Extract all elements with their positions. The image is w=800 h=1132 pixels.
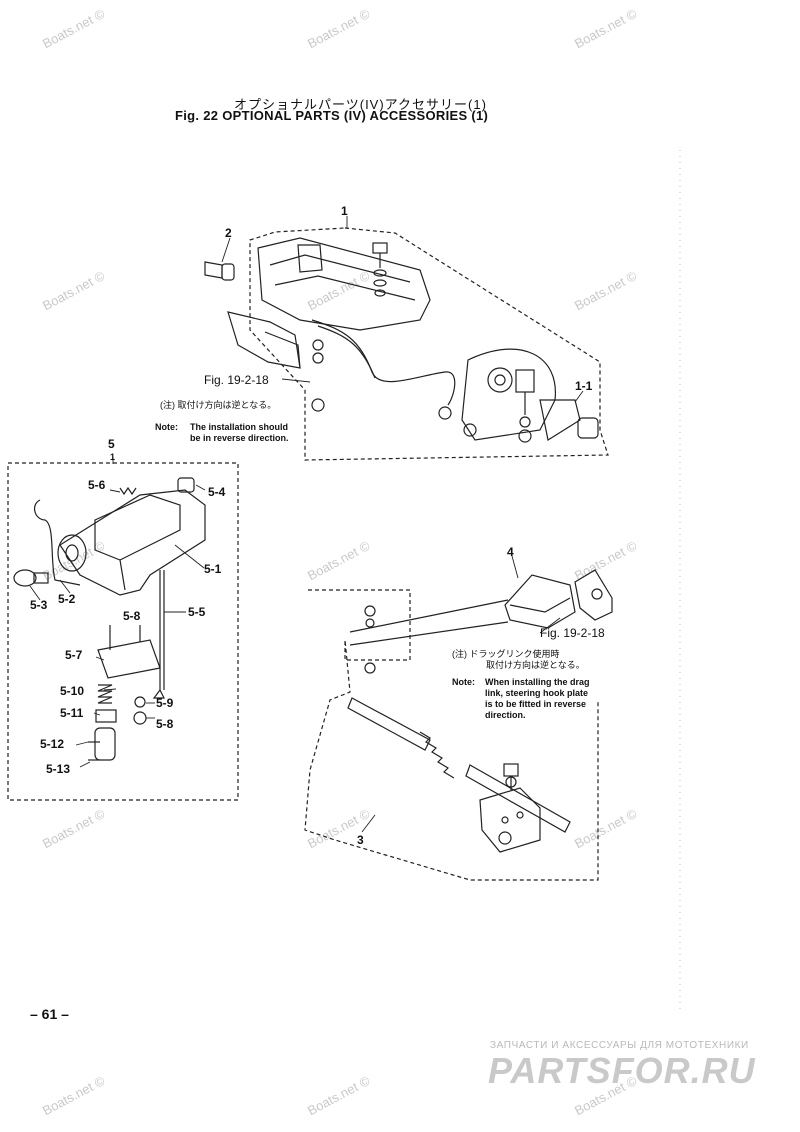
callout-4: 4	[507, 545, 514, 559]
callout-5-9: 5-9	[156, 696, 174, 710]
callout-3: 3	[357, 833, 364, 847]
callout-5-7: 5-7	[65, 648, 83, 662]
callout-2: 2	[225, 226, 232, 240]
assembly-1-artwork	[204, 237, 599, 443]
callout-5: 5	[108, 437, 115, 451]
assembly-5-artwork	[13, 477, 206, 761]
ad-tagline: ЗАПЧАСТИ И АКСЕССУАРЫ ДЛЯ МОТОТЕХНИКИ	[490, 1040, 749, 1051]
note-2-line-4: direction.	[485, 710, 526, 720]
note-1-japanese: (注) 取付け方向は逆となる。	[160, 400, 277, 410]
note-2-label: Note:	[452, 677, 475, 687]
callout-5-8-upper: 5-8	[123, 609, 141, 623]
callout-5-13: 5-13	[46, 762, 71, 776]
page-number: – 61 –	[30, 1006, 69, 1022]
figure-title-japanese: オプショナルパーツ(IV)アクセサリー(1)	[234, 97, 487, 112]
callout-5-8-lower: 5-8	[156, 717, 174, 731]
leader-lines-5	[29, 457, 206, 768]
callout-5-4: 5-4	[208, 485, 226, 499]
ad-brand-logo: PARTSFOR.RU	[488, 1050, 756, 1091]
leader-lines-3	[361, 555, 561, 833]
figure-reference-19-2-18: Fig. 19-2-18	[204, 373, 269, 387]
callout-5-1: 5-1	[204, 562, 222, 576]
callout-5-3: 5-3	[30, 598, 48, 612]
note-2-japanese-1: (注) ドラッグリンク使用時	[452, 649, 560, 659]
note-2-japanese-2: 取付け方向は逆となる。	[486, 660, 585, 670]
callout-1-1: 1-1	[575, 379, 593, 393]
note-2-line-2: link, steering hook plate	[485, 688, 589, 698]
assembly-3-outline	[304, 589, 599, 881]
figure-reference-19-2-18-lower: Fig. 19-2-18	[540, 626, 605, 640]
leader-lines	[221, 216, 584, 403]
callout-5-sub: 1	[110, 452, 116, 462]
callout-5-11: 5-11	[60, 706, 84, 720]
note-2-line-3: is to be fitted in reverse	[485, 699, 587, 709]
assembly-3-artwork	[347, 569, 613, 853]
assembly-5-outline	[7, 462, 239, 801]
note-1-line-2: be in reverse direction.	[190, 433, 289, 443]
callout-5-5: 5-5	[188, 605, 206, 619]
note-1-label: Note:	[155, 422, 178, 432]
callout-5-10: 5-10	[60, 684, 85, 698]
callout-1: 1	[341, 204, 348, 218]
figure-title-english: Fig. 22 OPTIONAL PARTS (IV) ACCESSORIES …	[175, 108, 489, 123]
assembly-1-outline	[249, 227, 609, 461]
note-2-line-1: When installing the drag	[485, 677, 590, 687]
note-1-line-1: The installation should	[190, 422, 289, 432]
callout-5-2: 5-2	[58, 592, 76, 606]
callout-5-6: 5-6	[88, 478, 106, 492]
callout-5-12: 5-12	[40, 737, 65, 751]
